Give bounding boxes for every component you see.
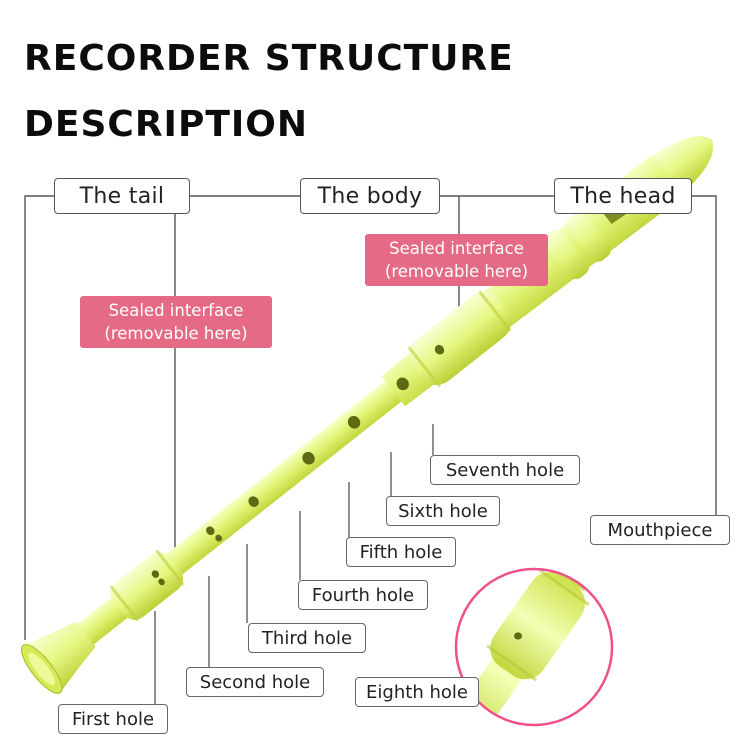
hole-second [206,526,215,536]
finger-holes [151,344,445,586]
sealed-interface-tag-left: Sealed interface (removable here) [80,296,272,348]
hole-fourth [302,451,315,465]
label-third-hole: Third hole [248,623,366,653]
leader-lines [154,424,434,704]
recorder-bell [23,621,96,693]
sealed-interface-tag-right: Sealed interface (removable here) [365,234,548,286]
middle-joint [408,292,512,386]
label-fifth-hole: Fifth hole [346,537,456,567]
label-eighth-hole: Eighth hole [355,677,479,707]
beak [653,136,714,194]
inset-ring [454,567,614,727]
tail-bracket-line [24,195,54,640]
hole-seventh [434,344,445,355]
hole-third [248,496,259,507]
section-label-head: The head [554,178,692,214]
head-bracket-line [692,195,717,515]
label-seventh-hole: Seventh hole [430,455,580,485]
hole-fifth [347,415,361,429]
sealed-interface-right-line1: Sealed interface [389,239,524,258]
section-label-tail: The tail [54,178,190,214]
label-first-hole: First hole [58,704,168,734]
label-second-hole: Second hole [186,667,324,697]
label-fourth-hole: Fourth hole [298,580,428,610]
page-title-line2: DESCRIPTION [24,104,309,145]
hole-first [151,570,160,578]
sealed-interface-left-line2: (removable here) [104,324,248,343]
eighth-hole-mark [514,632,522,640]
section-label-body: The body [300,178,440,214]
label-sixth-hole: Sixth hole [386,496,500,526]
foot-joint [110,551,184,620]
sealed-interface-left-line1: Sealed interface [108,301,244,320]
sealed-interface-right-line2: (removable here) [384,262,529,281]
page-title-line1: RECORDER STRUCTURE [24,38,514,79]
hole-sixth [396,377,409,391]
hole-second-double [215,534,223,542]
hole-first-double [158,578,165,586]
label-mouthpiece: Mouthpiece [590,515,730,545]
